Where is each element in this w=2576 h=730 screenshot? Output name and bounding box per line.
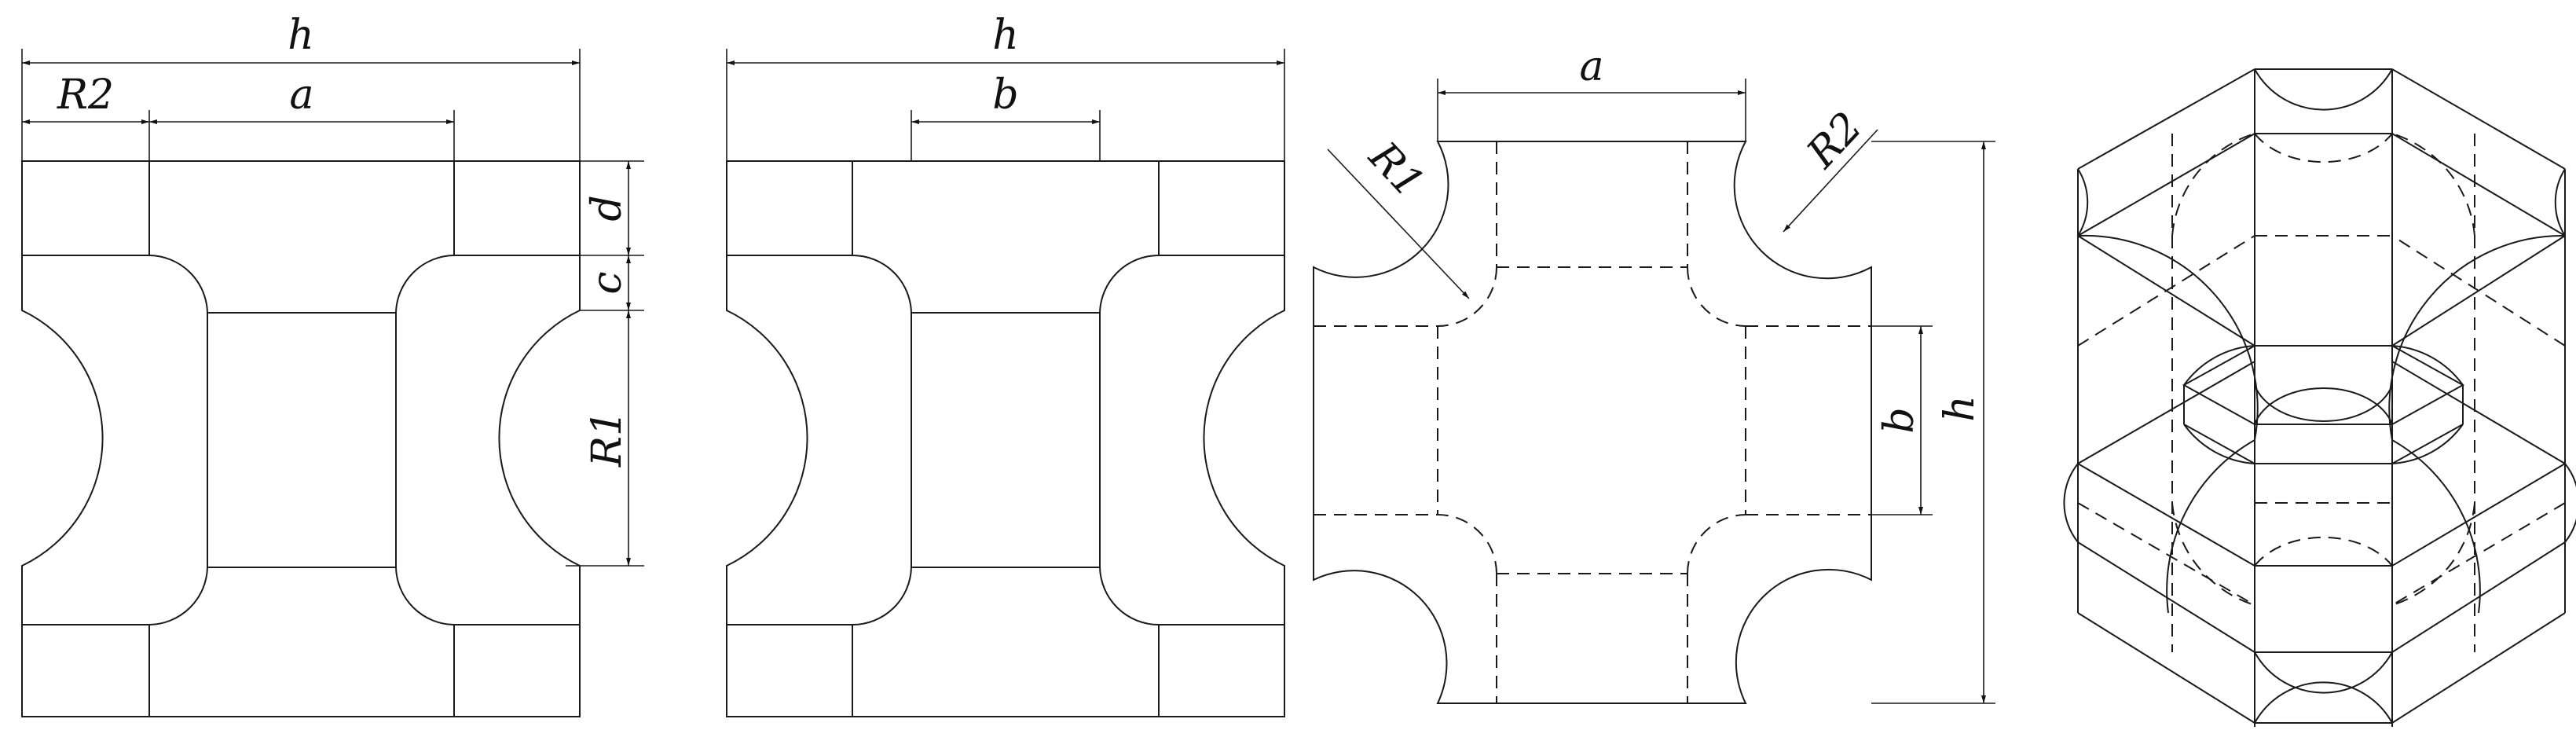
isometric-lower-block xyxy=(2063,361,2576,694)
section-view-outline xyxy=(726,160,1285,717)
top-view: a R1 R2 b h xyxy=(1313,43,1995,704)
label-b: b xyxy=(1876,407,1923,433)
isometric-view xyxy=(2063,68,2576,727)
label-d: d xyxy=(584,195,631,221)
label-r2: R2 xyxy=(1797,104,1871,178)
label-a: a xyxy=(289,72,313,119)
top-view-hidden-lines xyxy=(1314,141,1871,703)
isometric-center-cavity xyxy=(2182,345,2465,464)
label-b: b xyxy=(992,72,1018,119)
front-view: h R2 a d c R1 xyxy=(21,12,644,717)
label-h: h xyxy=(288,12,314,59)
label-a: a xyxy=(1579,43,1603,90)
front-view-dimensions: h R2 a d c R1 xyxy=(21,12,644,567)
dim-line-r2 xyxy=(1783,129,1878,233)
label-c: c xyxy=(584,271,631,294)
front-view-outline xyxy=(21,160,581,717)
label-r1: R1 xyxy=(1359,133,1433,207)
dim-line-r1 xyxy=(1327,149,1470,299)
label-r2: R2 xyxy=(57,72,114,119)
label-h: h xyxy=(1937,395,1984,422)
top-view-outline xyxy=(1313,141,1872,704)
label-r1: R1 xyxy=(584,410,631,468)
section-view-dimensions: h b xyxy=(726,12,1285,161)
isometric-outline xyxy=(2077,68,2566,727)
section-view: h b xyxy=(726,12,1285,717)
isometric-hidden-lines xyxy=(2077,133,2566,652)
label-h: h xyxy=(992,12,1019,59)
isometric-upper-block xyxy=(2077,133,2566,441)
